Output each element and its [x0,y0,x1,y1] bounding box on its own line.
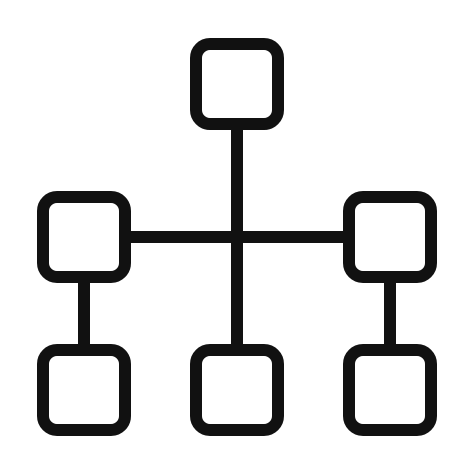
node-top [190,38,284,130]
connector-group [78,130,396,344]
node-bottom-left [37,344,131,436]
node-middle-right [343,191,437,283]
node-bottom-center [190,344,284,436]
node-group [37,38,437,436]
node-middle-left [37,191,131,283]
node-bottom-right [343,344,437,436]
